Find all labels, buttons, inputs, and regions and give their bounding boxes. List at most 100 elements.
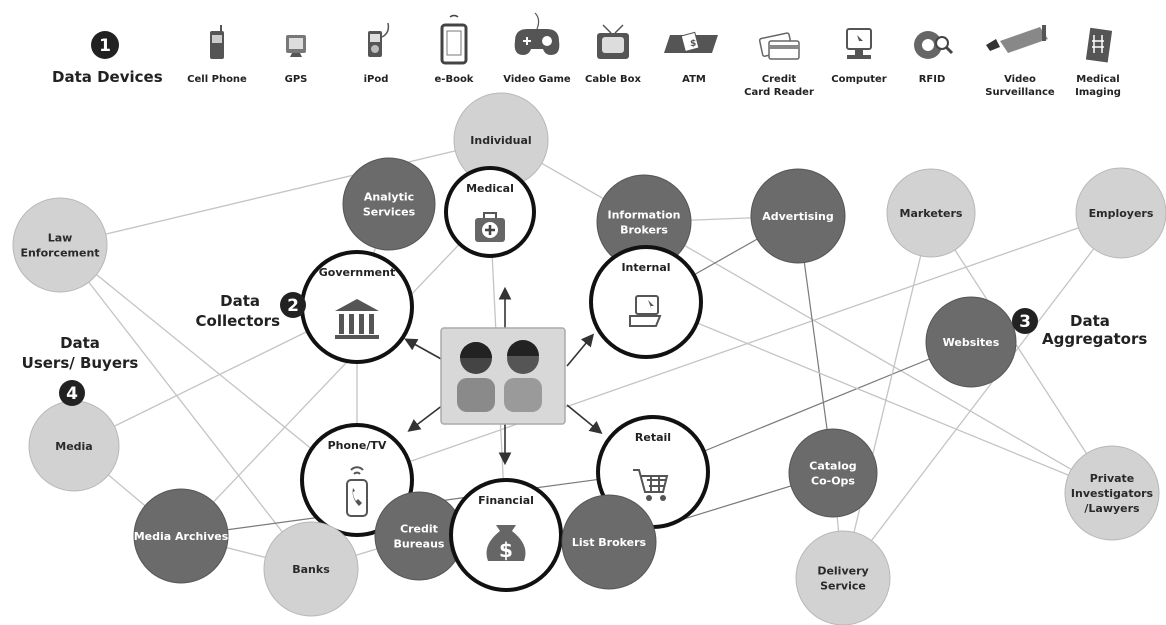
users-group-label: Data Users/ Buyers 4	[22, 334, 139, 406]
svg-text:$: $	[690, 39, 696, 49]
node-label: Services	[363, 206, 416, 219]
svg-text:Users/ Buyers: Users/ Buyers	[22, 354, 139, 372]
edge-phonetv-employers	[356, 212, 1122, 481]
edge-employers-delivery	[842, 212, 1122, 579]
arrow-4	[566, 404, 603, 435]
devices-title: Data Devices	[52, 68, 163, 86]
devices-header: 1 Data Devices	[52, 31, 163, 86]
device-label: Card Reader	[744, 87, 814, 98]
device-label: e-Book	[435, 74, 474, 85]
node-websites: Websites	[925, 296, 1017, 388]
device-label: Video	[1004, 74, 1036, 85]
medical-kit-icon	[475, 212, 505, 242]
gps-icon	[286, 35, 306, 57]
device-label: Surveillance	[985, 87, 1055, 98]
svg-text:Data: Data	[1070, 312, 1110, 330]
node-label: Internal	[621, 261, 670, 274]
arrow-3	[407, 404, 444, 432]
nodes: IndividualAnalyticServicesMedicalInforma…	[12, 92, 1166, 625]
device-label: Cell Phone	[187, 74, 247, 85]
shopping-cart-icon	[633, 469, 669, 501]
svg-text:2: 2	[287, 296, 299, 316]
devices-number-badge	[91, 31, 119, 59]
node-internal: Internal	[589, 245, 703, 359]
device-label: ATM	[682, 74, 706, 85]
node-label: /Lawyers	[1084, 502, 1140, 515]
rfid-icon	[914, 31, 954, 59]
device-computer: Computer	[831, 28, 887, 85]
node-label: Private	[1090, 472, 1135, 485]
node-label: Advertising	[762, 210, 834, 223]
node-marketers: Marketers	[886, 168, 976, 258]
node-label: Service	[820, 580, 866, 593]
edge-mediaarchives-medical	[180, 211, 491, 537]
device-label: Computer	[831, 74, 886, 85]
device-label: Video Game	[503, 74, 571, 85]
edge-internal-private	[645, 301, 1113, 494]
arrow-2	[566, 333, 595, 367]
edge-individual-law	[59, 139, 502, 246]
node-government: Government	[300, 250, 414, 364]
camera-icon	[986, 25, 1048, 53]
svg-text:Aggregators: Aggregators	[1042, 330, 1147, 348]
cell-phone-icon	[210, 25, 224, 59]
node-label: Individual	[470, 134, 531, 147]
svg-text:3: 3	[1019, 312, 1031, 332]
device-ebook: e-Book	[435, 14, 474, 85]
node-listbrokers: List Brokers	[561, 494, 657, 590]
node-label: Marketers	[900, 207, 963, 220]
arrow-1	[404, 338, 444, 361]
device-cell-phone: Cell Phone	[187, 25, 247, 85]
node-label: Credit	[400, 523, 438, 536]
device-label: iPod	[364, 74, 389, 85]
device-label: Imaging	[1075, 87, 1121, 98]
svg-text:$: $	[499, 538, 513, 562]
node-label: Financial	[478, 494, 534, 507]
ebook-icon	[440, 14, 468, 65]
money-bag-icon: $	[486, 525, 526, 562]
svg-text:Collectors: Collectors	[196, 312, 281, 330]
svg-text:Data: Data	[220, 292, 260, 310]
game-controller-icon	[514, 12, 560, 55]
device-atm-card: $ ATM	[664, 31, 718, 85]
node-label: Media Archives	[134, 530, 229, 543]
people-icon	[457, 340, 542, 412]
device-game-controller: Video Game	[503, 12, 571, 85]
tv-icon	[597, 24, 629, 59]
node-label: Banks	[292, 563, 330, 576]
device-ipod: iPod	[364, 22, 390, 85]
device-label: GPS	[285, 74, 308, 85]
ipod-icon	[368, 22, 390, 57]
medical-imaging-icon	[1085, 27, 1113, 63]
node-label: Brokers	[620, 224, 668, 237]
device-label: Credit	[762, 74, 797, 85]
node-label: Employers	[1089, 207, 1154, 220]
node-label: Websites	[943, 336, 1000, 349]
edge-marketers-private	[930, 212, 1113, 494]
node-label: Government	[319, 266, 395, 279]
device-label: RFID	[919, 74, 946, 85]
node-label: List Brokers	[572, 536, 647, 549]
node-mediaarchives: Media Archives	[133, 488, 229, 584]
credit-card-icon	[758, 32, 800, 60]
node-media: Media	[28, 400, 120, 492]
node-label: Bureaus	[394, 538, 445, 551]
node-label: Co-Ops	[811, 475, 855, 488]
node-label: Catalog	[809, 460, 856, 473]
atm-card-icon: $	[664, 31, 718, 53]
device-gps: GPS	[285, 35, 308, 85]
device-label: Medical	[1076, 74, 1119, 85]
edge-infobrokers-private	[643, 221, 1113, 494]
computer-icon	[846, 28, 872, 59]
